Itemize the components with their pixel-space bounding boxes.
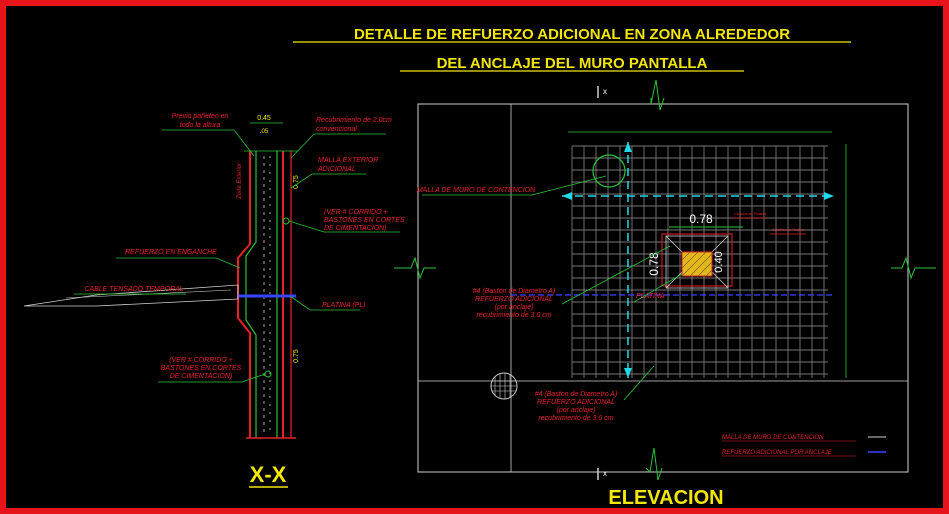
wall-mesh-grid bbox=[571, 145, 828, 378]
dim-075-bottom: 0.75 bbox=[293, 349, 300, 363]
title-line-2: DEL ANCLAJE DEL MURO PANTALLA bbox=[437, 55, 708, 72]
dim-075-top: 0.75 bbox=[293, 175, 300, 189]
cad-drawing: DETALLE DE REFUERZO ADICIONAL EN ZONA AL… bbox=[23, 26, 936, 508]
label-ver-top-3: DE CIMENTACION) bbox=[324, 225, 386, 232]
leader-ref-b bbox=[623, 365, 655, 401]
section-view: 0.45 .05 0.75 0.75 Zona Exterior Previo … bbox=[23, 113, 405, 488]
label-ref-b-2: REFUERZO ADICIONAL bbox=[537, 399, 615, 406]
break-right bbox=[891, 256, 936, 280]
zona-exterior-label: Zona Exterior bbox=[237, 162, 243, 200]
break-left bbox=[394, 256, 436, 280]
break-top bbox=[650, 79, 665, 111]
label-ref-b-1: #4 (Baston de Diametro A) bbox=[535, 391, 618, 398]
small-red-label-2: Cuadro de Platina bbox=[772, 227, 805, 232]
leader-ver-bot bbox=[158, 373, 266, 383]
anchor-plate-hatch bbox=[681, 251, 713, 277]
dim-045: 0.45 bbox=[257, 115, 271, 122]
leader-platina-elev bbox=[633, 273, 683, 303]
hatched-circle-lines bbox=[491, 373, 517, 399]
label-malla-muro: MALLA DE MURO DE CONTENCION bbox=[417, 187, 536, 194]
label-recub-2: convencional bbox=[316, 126, 357, 133]
wall-face-left-bend bbox=[237, 243, 251, 438]
label-ref-a-3: (por anclaje) bbox=[495, 304, 534, 311]
anchor-plate-square bbox=[681, 251, 713, 277]
axis-arrow-down bbox=[624, 368, 632, 378]
label-ver-bot-2: BASTONES EN CORTES bbox=[161, 365, 242, 372]
small-red-label-1: Cuadro de Platina bbox=[734, 211, 767, 216]
label-platina-elev: PLATINA bbox=[636, 293, 665, 300]
label-platina: PLATINA (PL) bbox=[322, 302, 366, 309]
leader-malla bbox=[290, 173, 366, 189]
leader-platina bbox=[289, 295, 360, 311]
label-malla-1: MALLA EXTERIOR bbox=[318, 157, 378, 164]
label-ver-bot-1: (VER # CORRIDO + bbox=[169, 357, 233, 364]
axis-arrow-right bbox=[824, 192, 834, 200]
rebar-left bbox=[245, 151, 257, 438]
elevation-outline bbox=[417, 103, 909, 473]
plate-diag-1 bbox=[665, 235, 683, 253]
section-mark-bottom-label: x bbox=[603, 469, 607, 478]
dim-005: .05 bbox=[260, 129, 269, 135]
leader-enganche bbox=[116, 257, 241, 269]
break-bottom bbox=[645, 447, 663, 481]
label-ver-top-1: (VER # CORRIDO + bbox=[324, 209, 388, 216]
title-line-1: DETALLE DE REFUERZO ADICIONAL EN ZONA AL… bbox=[354, 26, 790, 43]
label-ver-bot-3: DE CIMENTACION) bbox=[170, 373, 232, 380]
label-previo-2: todo la altura bbox=[180, 122, 221, 129]
label-malla-2: ADICIONAL bbox=[317, 166, 356, 173]
leader-ref-a bbox=[561, 245, 671, 305]
label-cable: CABLE TENSADO TEMPORAL bbox=[84, 286, 183, 293]
section-mark-top-label: x bbox=[603, 87, 607, 96]
label-ref-a-2: REFUERZO ADICIONAL bbox=[475, 296, 553, 303]
leader-previo bbox=[162, 129, 255, 157]
elevation-view: x x 0.78 0.78 bbox=[394, 79, 936, 508]
legend-item-1: MALLA DE MURO DE CONTENCION bbox=[722, 435, 824, 441]
detail-circle bbox=[592, 154, 626, 188]
label-ref-a-1: #4 (Baston de Diametro A) bbox=[473, 288, 556, 295]
label-ref-a-4: recubrimiento de 3.0 cm bbox=[476, 312, 551, 319]
plate-diag-4 bbox=[711, 271, 729, 289]
plate-diag-3 bbox=[665, 271, 683, 289]
legend-item-2: REFUERZO ADICIONAL POR ANCLAJE bbox=[722, 450, 833, 456]
section-title: X-X bbox=[250, 462, 287, 487]
label-previo-1: Previo pañeteo en bbox=[172, 113, 229, 120]
axis-arrow-up bbox=[624, 142, 632, 152]
label-ver-top-2: BASTONES EN CORTES bbox=[324, 217, 405, 224]
dim-040: 0.40 bbox=[713, 251, 725, 272]
plate-zone bbox=[661, 233, 733, 287]
plate-diag-2 bbox=[711, 235, 729, 253]
label-ref-b-4: recubrimiento de 3.0 cm bbox=[538, 415, 613, 422]
leader-recub bbox=[290, 133, 386, 159]
leader-malla-muro bbox=[422, 175, 607, 196]
axis-arrow-left bbox=[562, 192, 572, 200]
label-enganche: REFUERZO EN ENGANCHE bbox=[125, 249, 217, 256]
elevation-title: ELEVACION bbox=[608, 487, 723, 508]
label-ref-b-3: (por anclaje) bbox=[557, 407, 596, 414]
label-recub-1: Recubrimiento de 2.0cm bbox=[316, 117, 392, 124]
leader-ver-top bbox=[288, 220, 400, 233]
dim-078-v: 0.78 bbox=[647, 252, 661, 276]
dim-078-h: 0.78 bbox=[689, 212, 713, 226]
